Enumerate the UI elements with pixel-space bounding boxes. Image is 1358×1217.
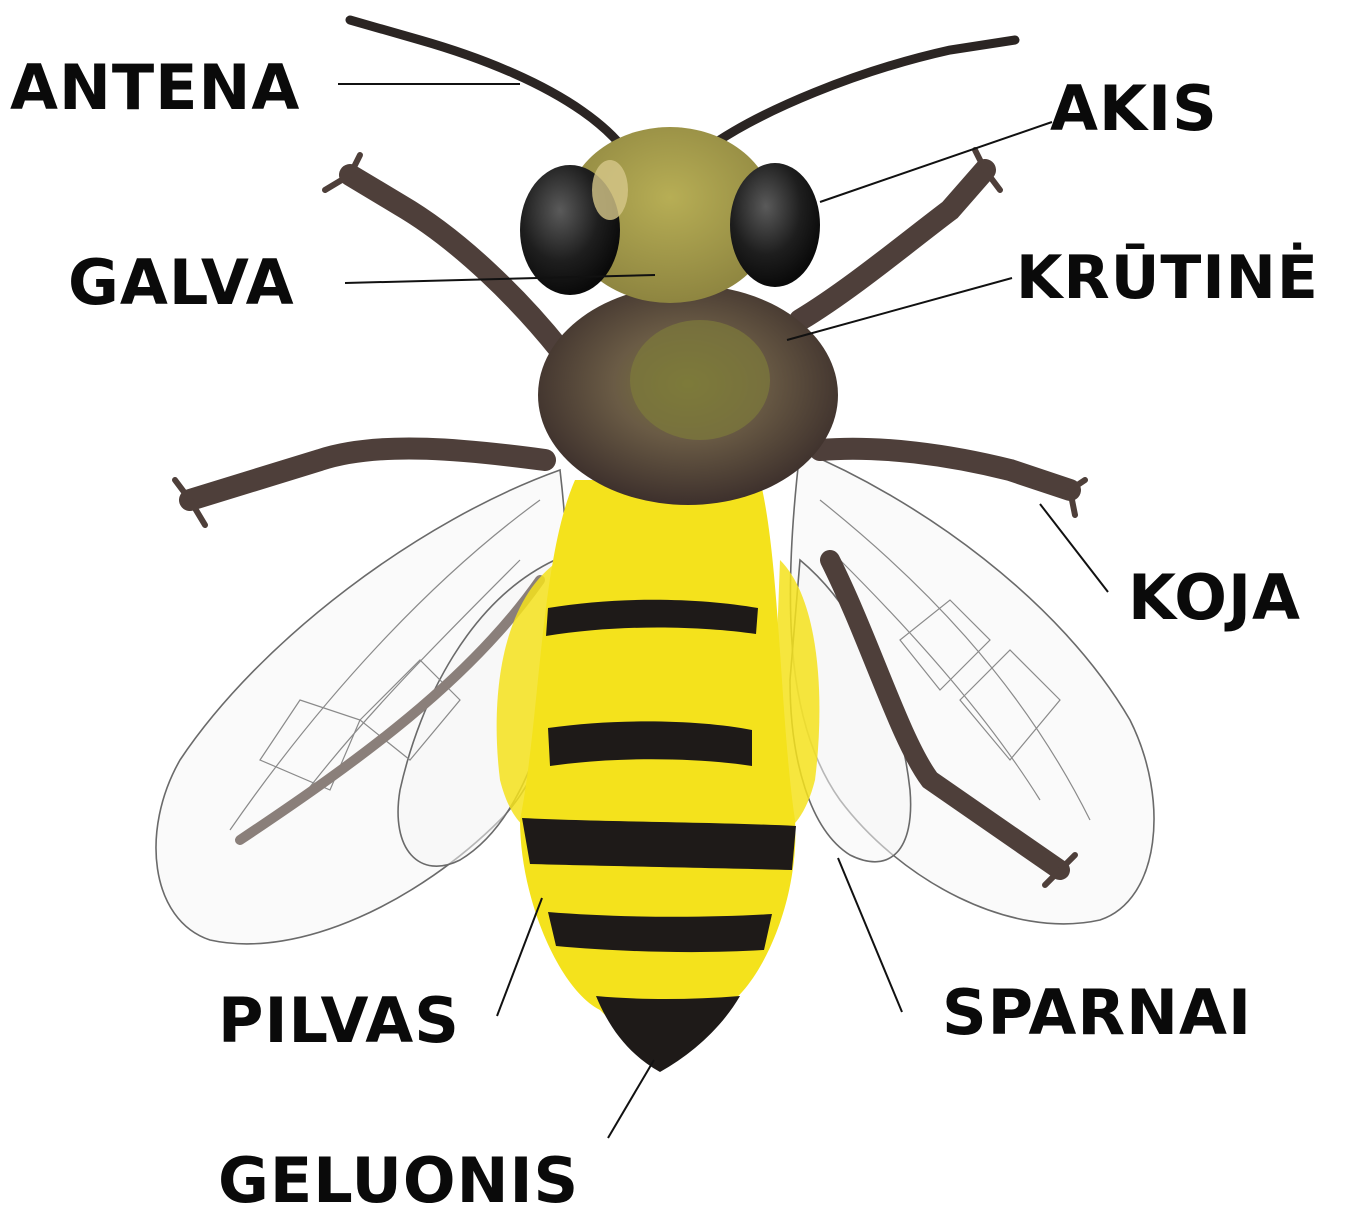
label-galva: GALVA — [68, 252, 295, 314]
label-sparnai: SPARNAI — [942, 982, 1252, 1044]
label-koja: KOJA — [1128, 567, 1301, 629]
label-krutine: KRŪTINĖ — [1016, 248, 1319, 308]
right-antenna — [705, 40, 1015, 150]
abdomen-body — [520, 480, 795, 1070]
right-eye — [730, 163, 820, 287]
abdomen-tip — [596, 996, 740, 1072]
abdomen-stripe-3 — [522, 818, 796, 870]
label-pilvas: PILVAS — [218, 990, 460, 1052]
label-akis: AKIS — [1050, 78, 1218, 140]
pilvas-leader — [497, 898, 542, 1016]
abdomen-stripe-4 — [548, 912, 772, 952]
geluonis-leader — [608, 1060, 654, 1138]
akis-leader — [820, 122, 1052, 202]
label-geluonis: GELUONIS — [218, 1150, 579, 1212]
mid-left-leg — [190, 448, 545, 500]
front-right-leg — [800, 170, 985, 320]
thorax — [538, 285, 838, 505]
sparnai-leader — [838, 858, 902, 1012]
label-antena: ANTENA — [10, 57, 300, 119]
